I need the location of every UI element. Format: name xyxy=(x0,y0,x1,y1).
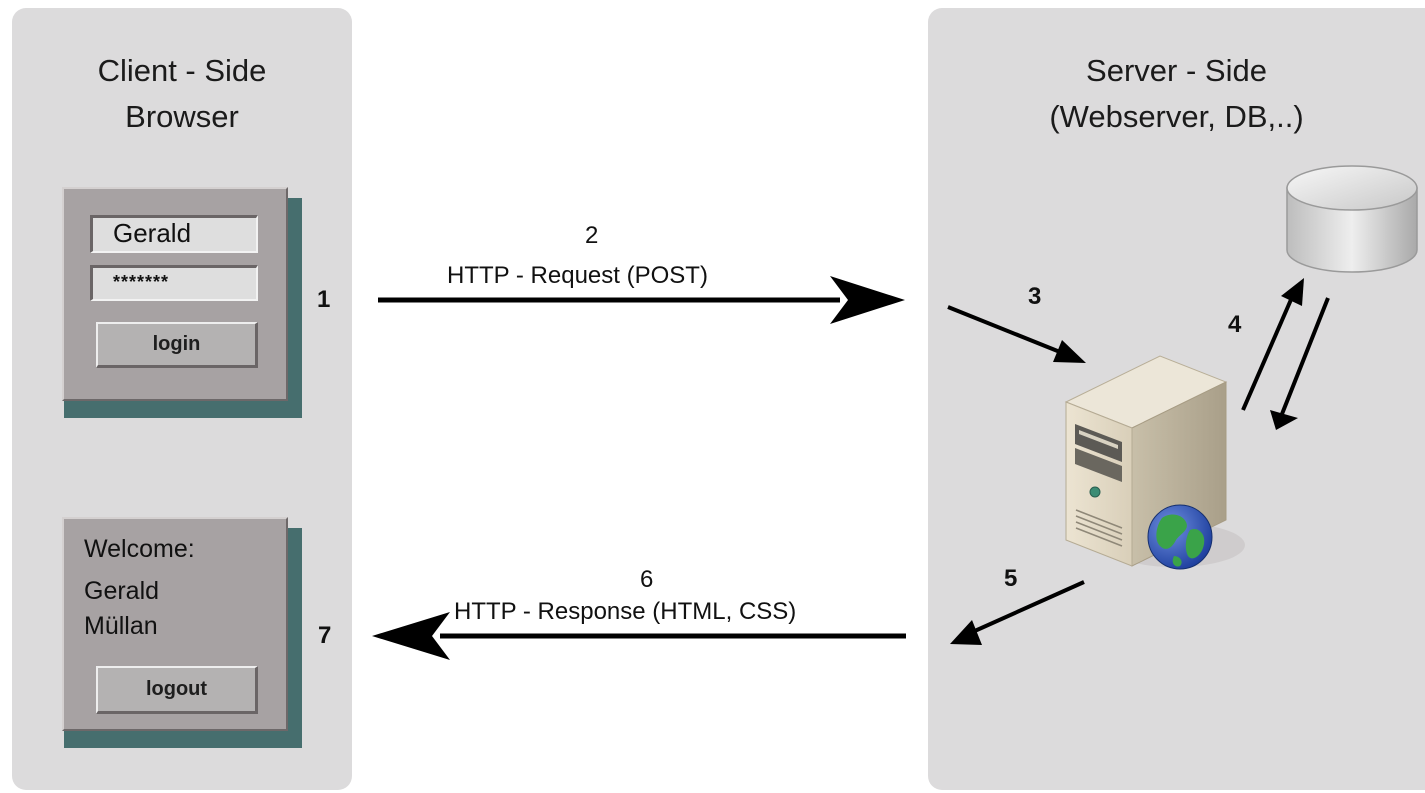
request-arrow xyxy=(378,276,905,324)
server-side-title: Server - Side (Webserver, DB,..) xyxy=(928,48,1425,140)
response-label: HTTP - Response (HTML, CSS) xyxy=(454,598,797,625)
welcome-last-name: Müllan xyxy=(84,612,158,640)
server-title-line2: (Webserver, DB,..) xyxy=(1049,99,1304,134)
step-7-label: 7 xyxy=(318,622,332,649)
step-5-label: 5 xyxy=(1004,565,1018,592)
password-field[interactable]: ******* xyxy=(90,265,258,301)
server-side-panel: Server - Side (Webserver, DB,..) xyxy=(928,8,1425,790)
step-1-label: 1 xyxy=(317,286,331,313)
login-button[interactable]: login xyxy=(96,322,258,368)
database-icon xyxy=(1286,165,1418,273)
arrow-db-to-server xyxy=(1270,297,1330,430)
server-title-line1: Server - Side xyxy=(1086,53,1267,88)
client-title-line2: Browser xyxy=(125,99,239,134)
welcome-window: Welcome: Gerald Müllan logout xyxy=(62,517,288,731)
response-step-number: 6 xyxy=(640,566,654,593)
step-3-label: 3 xyxy=(1028,283,1042,310)
step-4-label: 4 xyxy=(1228,311,1242,338)
welcome-first-name: Gerald xyxy=(84,577,160,605)
request-label: HTTP - Request (POST) xyxy=(447,262,708,289)
username-field[interactable]: Gerald xyxy=(90,215,258,253)
arrow-from-server xyxy=(950,580,1085,645)
welcome-label: Welcome: xyxy=(84,535,195,563)
request-step-number: 2 xyxy=(585,222,599,249)
arrow-server-to-db xyxy=(1241,278,1304,411)
client-title-line1: Client - Side xyxy=(97,53,267,88)
client-side-title: Client - Side Browser xyxy=(12,48,352,140)
arrow-to-server xyxy=(947,305,1086,363)
login-window: Gerald ******* login xyxy=(62,187,288,401)
response-arrow xyxy=(372,612,906,660)
globe-icon xyxy=(1147,504,1213,570)
logout-button[interactable]: logout xyxy=(96,666,258,714)
